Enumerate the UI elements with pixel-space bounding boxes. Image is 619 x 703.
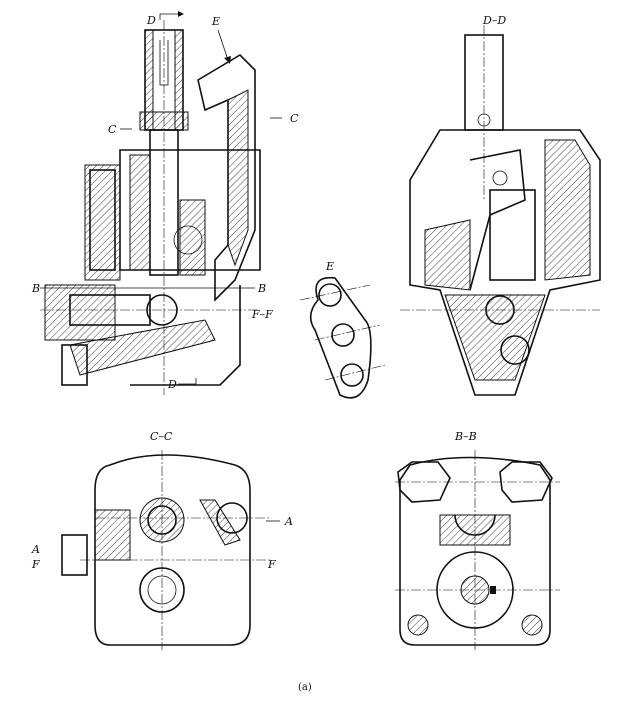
label-section-d-bottom: D	[167, 378, 177, 391]
label-f-left: F	[31, 558, 40, 571]
view-cc-title: C–C	[150, 430, 173, 443]
main-section-view: D E C C B B F–F D	[31, 11, 299, 395]
view-dd-title: D–D	[482, 14, 506, 27]
figure-caption: (a)	[298, 682, 312, 693]
view-bb-title: B–B	[454, 430, 477, 443]
label-section-b-right: B	[257, 282, 266, 295]
label-section-c-right: C	[290, 112, 299, 125]
label-a-left: A	[31, 543, 40, 556]
view-e-title: E	[325, 260, 334, 273]
label-section-d-top: D	[146, 14, 156, 27]
label-view-e-arrow: E	[211, 15, 220, 28]
view-bb: B–B	[395, 430, 560, 650]
label-f-right: F	[267, 558, 276, 571]
view-cc: C–C A A F F	[31, 430, 293, 650]
label-section-c-left: C	[108, 123, 117, 136]
label-section-b-left: B	[31, 282, 40, 295]
label-a-right: A	[284, 515, 293, 528]
view-dd: D–D	[400, 14, 601, 396]
view-e: E	[299, 260, 386, 399]
label-section-ff: F–F	[251, 308, 273, 321]
